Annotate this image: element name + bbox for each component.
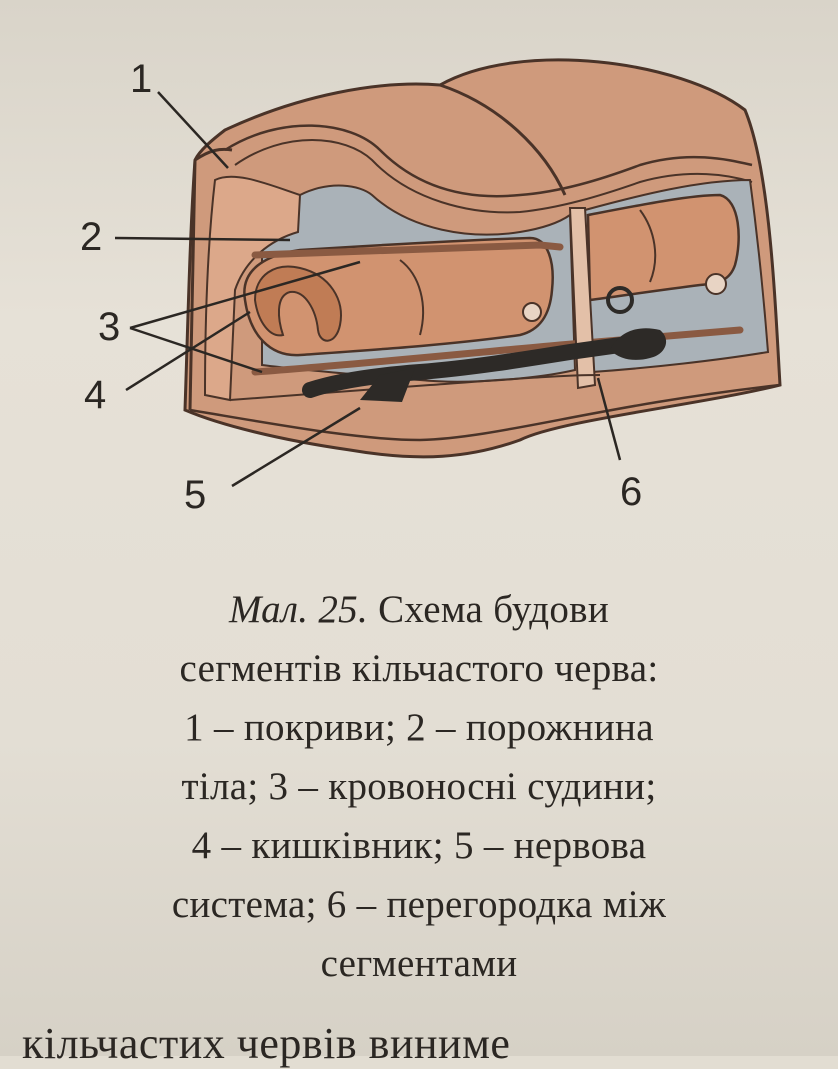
caption-line-6: система; 6 – перегородка між — [0, 875, 838, 934]
caption-line-7: сегментами — [0, 934, 838, 993]
figure-label: Мал. 25. — [229, 588, 368, 631]
callout-label-1: 1 — [130, 57, 152, 101]
annelid-segment-diagram: 1 2 3 4 5 6 — [0, 0, 838, 560]
caption-line-1: Мал. 25. Схема будови — [0, 580, 838, 639]
callout-line-1 — [158, 92, 228, 168]
callout-label-5: 5 — [184, 473, 206, 517]
caption-line-3: 1 – покриви; 2 – порожнина — [0, 698, 838, 757]
callout-label-2: 2 — [80, 215, 102, 259]
callout-label-3: 3 — [98, 305, 120, 349]
caption-line-2: сегментів кільчастого черва: — [0, 639, 838, 698]
callout-label-6: 6 — [620, 470, 642, 514]
vessel-node-right — [706, 274, 726, 294]
diagram-illustration: 1 2 3 4 5 6 — [0, 0, 838, 560]
callout-label-4: 4 — [84, 373, 106, 417]
caption-line-5: 4 – кишківник; 5 – нервова — [0, 816, 838, 875]
body-text-partial-line: кільчастих червів виниме — [22, 1018, 510, 1069]
caption-title: Схема будови — [368, 588, 609, 631]
caption-line-4: тіла; 3 – кровоносні судини; — [0, 757, 838, 816]
vessel-node-left — [523, 303, 541, 321]
figure-caption: Мал. 25. Схема будови сегментів кільчаст… — [0, 580, 838, 993]
